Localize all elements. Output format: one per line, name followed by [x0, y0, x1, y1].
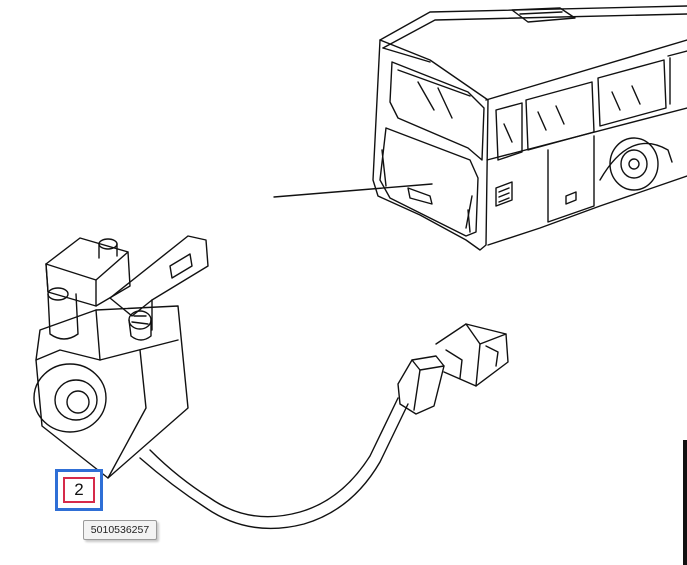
callout-box: 2	[55, 469, 103, 511]
edge-mark	[683, 440, 687, 565]
callout-number: 2	[63, 477, 95, 503]
bus-illustration	[273, 5, 687, 251]
part-number-label: 5010536257	[83, 520, 157, 540]
leader-line	[273, 183, 433, 198]
sensor-illustration	[33, 235, 509, 530]
